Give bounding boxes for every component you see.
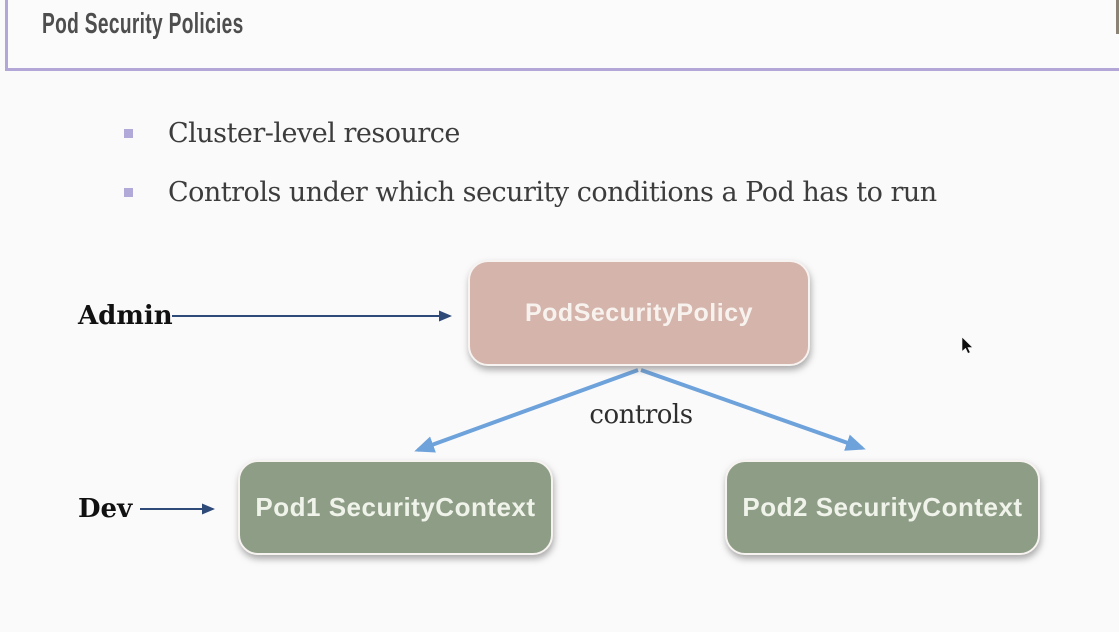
bullet-item-controls-conditions: Controls under which security conditions… — [124, 177, 937, 208]
slide-header: Pod Security Policies — [5, 0, 1119, 71]
pod1-security-context-node: Pod1 SecurityContext — [238, 460, 553, 555]
pod2-security-context-node-label: Pod2 SecurityContext — [742, 492, 1023, 522]
pod-security-policy-node: PodSecurityPolicy — [468, 260, 810, 366]
controls-relationship-label: controls — [589, 400, 693, 430]
page-title: Pod Security Policies — [42, 8, 244, 40]
dev-label: Dev — [78, 494, 133, 524]
bullet-text: Cluster-level resource — [168, 118, 460, 149]
screen-edge-artifact — [1116, 0, 1119, 34]
pod2-security-context-node: Pod2 SecurityContext — [725, 460, 1040, 555]
bullet-square-icon — [124, 188, 133, 197]
pod1-security-context-node-label: Pod1 SecurityContext — [255, 492, 536, 522]
bullet-text: Controls under which security conditions… — [168, 177, 937, 208]
bullet-square-icon — [124, 129, 133, 138]
bullet-item-cluster-level: Cluster-level resource — [124, 118, 460, 149]
admin-label: Admin — [78, 301, 173, 331]
pod-security-policy-node-label: PodSecurityPolicy — [524, 298, 754, 327]
